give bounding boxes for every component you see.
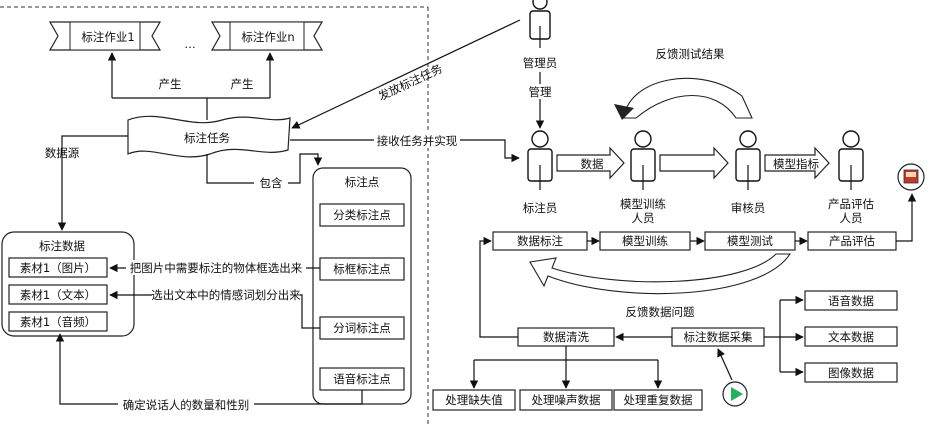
desc-audio: 确定说话人的数量和性别 — [123, 398, 250, 412]
role-annotator: 标注员 — [523, 201, 558, 215]
svg-text:图像数据: 图像数据 — [828, 366, 874, 380]
role-trainer-line1: 模型训练 — [620, 197, 666, 211]
produce-label-1: 产生 — [159, 77, 182, 91]
svg-text:标框标注点: 标框标注点 — [333, 262, 391, 276]
pipeline-product-eval: 产品评估 — [807, 231, 897, 251]
feedback-data-arc — [529, 253, 792, 295]
data-collection-box: 标注数据采集 — [671, 327, 765, 347]
clean-steps-tree — [474, 346, 658, 361]
svg-text:分词标注点: 分词标注点 — [333, 321, 391, 335]
clean-step-missing: 处理缺失值 — [432, 389, 516, 411]
role-evaluator-line1: 产品评估 — [828, 197, 874, 211]
type-text-data: 文本数据 — [804, 326, 898, 347]
type-voice-data: 语音数据 — [804, 290, 898, 311]
material-audio: 素材1（音频） — [8, 311, 108, 332]
svg-text:处理缺失值: 处理缺失值 — [445, 393, 503, 407]
output-node-icon — [897, 163, 925, 191]
data-cleaning-box: 数据清洗 — [517, 327, 615, 347]
points-title: 标注点 — [345, 175, 380, 189]
start-arrow — [717, 348, 733, 381]
task-banner: 标注任务 — [127, 115, 291, 158]
svg-text:模型指标: 模型指标 — [773, 157, 819, 171]
svg-text:素材1（音频）: 素材1（音频） — [20, 315, 96, 329]
ellipsis-text: … — [184, 37, 196, 51]
feedback-test-arc — [623, 77, 753, 119]
data-source-label: 数据源 — [45, 146, 80, 160]
point-item-segment: 分词标注点 — [319, 316, 405, 340]
model-metric-block-arrow: 模型指标 — [764, 146, 830, 180]
contains-arrow — [206, 153, 323, 184]
data-block-arrow: 数据 — [556, 146, 625, 180]
receive-label: 接收任务并实现 — [377, 134, 458, 148]
clean-to-annotate-arrow — [479, 236, 518, 338]
point-item-classify: 分类标注点 — [319, 203, 405, 227]
pipeline-model-training: 模型训练 — [599, 231, 691, 251]
contains-label: 包含 — [260, 176, 283, 190]
role-evaluator: 产品评估人员 — [828, 197, 874, 225]
feedback-test-arrowhead — [614, 104, 634, 120]
trainer-person-icon — [630, 130, 656, 190]
role-evaluator-line2: 人员 — [840, 211, 863, 225]
role-trainer: 模型训练人员 — [620, 197, 666, 225]
desc-text: 选出文本中的情感词划分出来 — [151, 288, 301, 302]
clean-step-noise: 处理噪声数据 — [519, 389, 613, 411]
produce-label-2: 产生 — [231, 77, 254, 91]
pipeline-data-annotation: 数据标注 — [492, 231, 588, 251]
svg-text:语音标注点: 语音标注点 — [333, 372, 391, 386]
role-trainer-line2: 人员 — [632, 211, 655, 225]
start-play-icon — [722, 381, 748, 407]
svg-text:数据: 数据 — [581, 157, 604, 171]
svg-text:素材1（图片）: 素材1（图片） — [20, 261, 96, 275]
type-image-data: 图像数据 — [804, 362, 898, 383]
clean-step-duplicate: 处理重复数据 — [613, 389, 703, 411]
svg-text:数据标注: 数据标注 — [517, 234, 563, 248]
feedback-data-label: 反馈数据问题 — [626, 305, 695, 319]
svg-text:素材1（文本）: 素材1（文本） — [20, 288, 96, 302]
desc-image: 把图片中需要标注的物体框选出来 — [130, 261, 303, 275]
produce-tree — [112, 97, 270, 120]
data-types-tree — [764, 300, 781, 372]
point-item-voice: 语音标注点 — [319, 367, 405, 391]
svg-text:标注数据采集: 标注数据采集 — [684, 330, 753, 344]
data-source-arrow — [57, 135, 128, 231]
svg-text:处理重复数据: 处理重复数据 — [624, 393, 693, 407]
material-image: 素材1（图片） — [8, 257, 108, 278]
svg-text:文本数据: 文本数据 — [828, 330, 874, 344]
eval-output-arrow — [896, 193, 917, 242]
task-label: 标注任务 — [184, 131, 230, 145]
svg-text:模型训练: 模型训练 — [622, 234, 668, 248]
feedback-test-label: 反馈测试结果 — [656, 47, 725, 61]
job-banner-n: 标注作业n — [210, 21, 324, 51]
material-text: 素材1（文本） — [8, 284, 108, 305]
role-reviewer: 审核员 — [731, 201, 766, 215]
data-title: 标注数据 — [39, 239, 85, 253]
svg-text:模型测试: 模型测试 — [727, 234, 773, 248]
svg-text:处理噪声数据: 处理噪声数据 — [532, 393, 601, 407]
evaluator-person-icon — [838, 130, 864, 190]
pipeline-model-testing: 模型测试 — [704, 231, 796, 251]
admin-label: 管理员 — [523, 56, 558, 70]
svg-text:语音数据: 语音数据 — [828, 294, 874, 308]
point-item-bbox: 标框标注点 — [319, 257, 405, 281]
job-n-label: 标注作业n — [241, 30, 294, 44]
svg-text:分类标注点: 分类标注点 — [333, 208, 391, 222]
reviewer-person-icon — [735, 130, 761, 190]
dispatch-label: 发放标注任务 — [376, 61, 445, 103]
dispatch-arrow — [291, 19, 521, 129]
job-banner-1: 标注作业1 — [48, 21, 162, 51]
svg-text:产品评估: 产品评估 — [829, 234, 875, 248]
train-block-arrow — [659, 146, 729, 180]
manage-label: 管理 — [529, 85, 552, 99]
job-1-label: 标注作业1 — [81, 30, 134, 44]
annotator-person-icon — [527, 130, 553, 190]
admin-person-icon — [529, 0, 551, 48]
svg-text:数据清洗: 数据清洗 — [543, 330, 589, 344]
